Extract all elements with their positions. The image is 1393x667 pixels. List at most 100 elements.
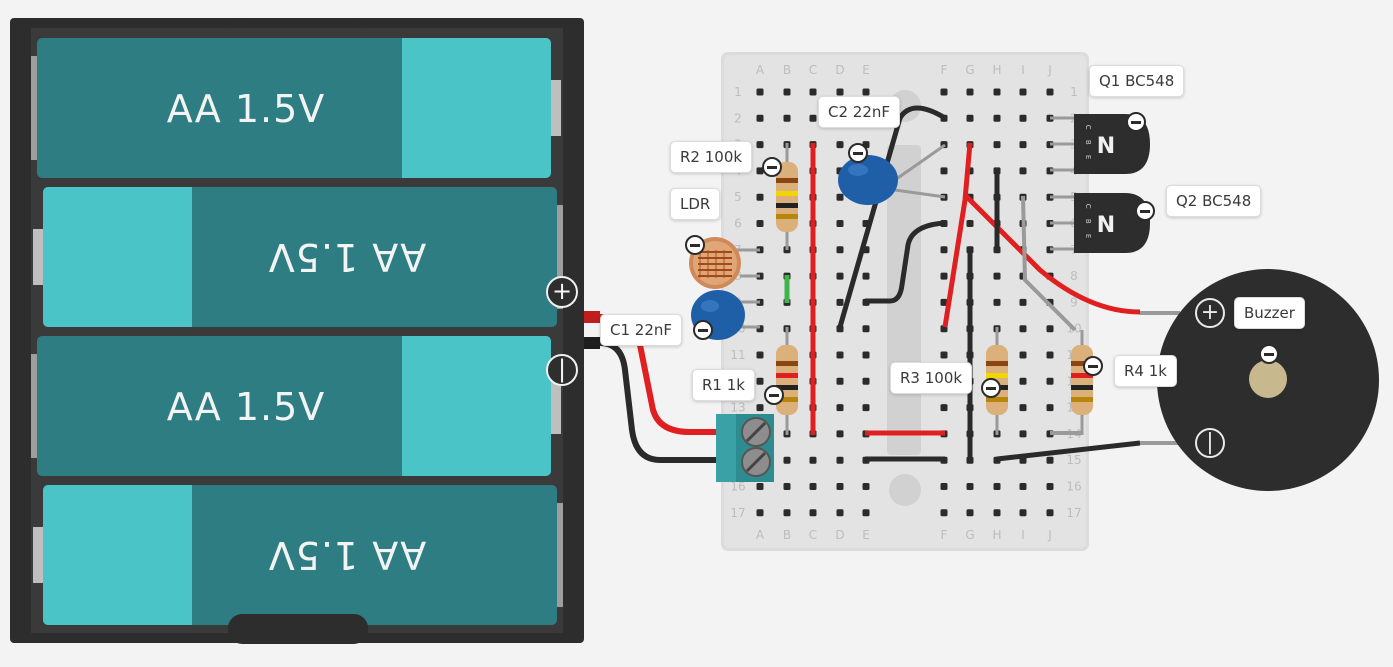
breadboard-hole[interactable]: [809, 114, 817, 122]
wire-red-g[interactable]: [942, 142, 973, 328]
breadboard-hole[interactable]: [836, 351, 844, 359]
label-r2[interactable]: R2 100k: [670, 141, 753, 173]
breadboard-hole[interactable]: [993, 483, 1001, 490]
breadboard-hole[interactable]: [940, 246, 948, 254]
transistor-q2[interactable]: N C B E: [1050, 193, 1150, 253]
breadboard-hole[interactable]: [993, 272, 1001, 280]
breadboard-hole[interactable]: [836, 88, 844, 96]
breadboard-hole[interactable]: [1019, 509, 1027, 517]
minus-pin-icon[interactable]: [685, 235, 705, 255]
label-buzzer[interactable]: Buzzer: [1234, 297, 1305, 329]
minus-pin-icon[interactable]: [848, 143, 868, 163]
screw-terminal-block[interactable]: [716, 414, 774, 482]
breadboard-hole[interactable]: [940, 483, 948, 490]
breadboard-hole[interactable]: [1046, 456, 1054, 464]
breadboard-hole[interactable]: [756, 141, 764, 149]
breadboard-hole[interactable]: [836, 456, 844, 464]
minus-pin-icon[interactable]: [981, 378, 1001, 398]
breadboard-hole[interactable]: [756, 483, 764, 490]
buzzer-minus-terminal[interactable]: |: [1195, 428, 1225, 458]
breadboard-hole[interactable]: [993, 141, 1001, 149]
breadboard-hole[interactable]: [1046, 351, 1054, 359]
label-c2[interactable]: C2 22nF: [818, 96, 901, 128]
breadboard-hole[interactable]: [836, 272, 844, 280]
battery-cell-2[interactable]: AA 1.5V: [33, 187, 563, 327]
breadboard-hole[interactable]: [809, 509, 817, 517]
capacitor-c2[interactable]: [838, 143, 946, 205]
breadboard-hole[interactable]: [1019, 430, 1027, 438]
breadboard-hole[interactable]: [940, 404, 948, 412]
breadboard-hole[interactable]: [993, 114, 1001, 122]
breadboard-hole[interactable]: [836, 246, 844, 254]
wire-red-buzzer[interactable]: [963, 193, 1141, 315]
breadboard-hole[interactable]: [756, 193, 764, 201]
resistor-r2[interactable]: [776, 143, 798, 250]
breadboard-hole[interactable]: [862, 483, 870, 490]
label-q1[interactable]: Q1 BC548: [1089, 65, 1185, 97]
breadboard-hole[interactable]: [1019, 351, 1027, 359]
breadboard-hole[interactable]: [756, 351, 764, 359]
breadboard-hole[interactable]: [836, 193, 844, 201]
breadboard-hole[interactable]: [836, 220, 844, 227]
resistor-r4[interactable]: [1071, 330, 1093, 435]
label-ldr[interactable]: LDR: [670, 188, 721, 220]
breadboard-hole[interactable]: [756, 509, 764, 517]
label-c1[interactable]: C1 22nF: [600, 314, 683, 346]
breadboard-hole[interactable]: [1046, 404, 1054, 412]
breadboard-hole[interactable]: [783, 509, 791, 517]
breadboard-hole[interactable]: [783, 114, 791, 122]
breadboard-hole[interactable]: [1046, 509, 1054, 517]
breadboard-hole[interactable]: [993, 509, 1001, 517]
minus-pin-icon[interactable]: [762, 157, 782, 177]
breadboard-hole[interactable]: [836, 483, 844, 490]
minus-pin-icon[interactable]: [1259, 344, 1279, 364]
battery-cell-4[interactable]: AA 1.5V: [33, 485, 563, 625]
breadboard-hole[interactable]: [1019, 298, 1027, 306]
breadboard-hole[interactable]: [836, 298, 844, 306]
breadboard-hole[interactable]: [993, 88, 1001, 96]
breadboard-hole[interactable]: [862, 351, 870, 359]
breadboard-hole[interactable]: [1019, 88, 1027, 96]
breadboard-hole[interactable]: [966, 220, 974, 227]
breadboard-hole[interactable]: [809, 88, 817, 96]
breadboard-hole[interactable]: [862, 377, 870, 385]
breadboard-hole[interactable]: [836, 430, 844, 438]
breadboard-hole[interactable]: [940, 509, 948, 517]
breadboard-hole[interactable]: [756, 88, 764, 96]
buzzer-plus-terminal[interactable]: +: [1195, 298, 1225, 328]
breadboard-hole[interactable]: [783, 456, 791, 464]
breadboard-hole[interactable]: [836, 404, 844, 412]
breadboard-hole[interactable]: [940, 351, 948, 359]
breadboard-hole[interactable]: [756, 167, 764, 175]
label-q2[interactable]: Q2 BC548: [1166, 185, 1262, 217]
label-r1[interactable]: R1 1k: [692, 369, 755, 401]
breadboard-hole[interactable]: [756, 114, 764, 122]
breadboard-hole[interactable]: [993, 298, 1001, 306]
breadboard-hole[interactable]: [1019, 167, 1027, 175]
wire-black-s[interactable]: [865, 220, 946, 304]
breadboard-hole[interactable]: [966, 114, 974, 122]
breadboard-hole[interactable]: [1019, 114, 1027, 122]
breadboard-hole[interactable]: [862, 509, 870, 517]
breadboard-hole[interactable]: [862, 272, 870, 280]
minus-pin-icon[interactable]: [1135, 201, 1155, 221]
breadboard-hole[interactable]: [1046, 88, 1054, 96]
breadboard-hole[interactable]: [836, 141, 844, 149]
wire-black-buzzer[interactable]: [996, 440, 1141, 462]
battery-minus-terminal[interactable]: |: [546, 354, 578, 386]
label-r4[interactable]: R4 1k: [1114, 355, 1177, 387]
breadboard-hole[interactable]: [862, 325, 870, 333]
breadboard-hole[interactable]: [940, 298, 948, 306]
breadboard-hole[interactable]: [756, 220, 764, 227]
battery-pack[interactable]: AA 1.5V AA 1.5V AA 1.5V AA 1.5V: [10, 18, 584, 644]
wire-battery-minus[interactable]: [599, 340, 730, 463]
breadboard-hole[interactable]: [1019, 325, 1027, 333]
minus-pin-icon[interactable]: [764, 385, 784, 405]
breadboard-hole[interactable]: [1046, 377, 1054, 385]
breadboard-hole[interactable]: [940, 88, 948, 96]
breadboard-hole[interactable]: [783, 88, 791, 96]
battery-plus-terminal[interactable]: +: [546, 276, 578, 308]
breadboard-hole[interactable]: [862, 404, 870, 412]
